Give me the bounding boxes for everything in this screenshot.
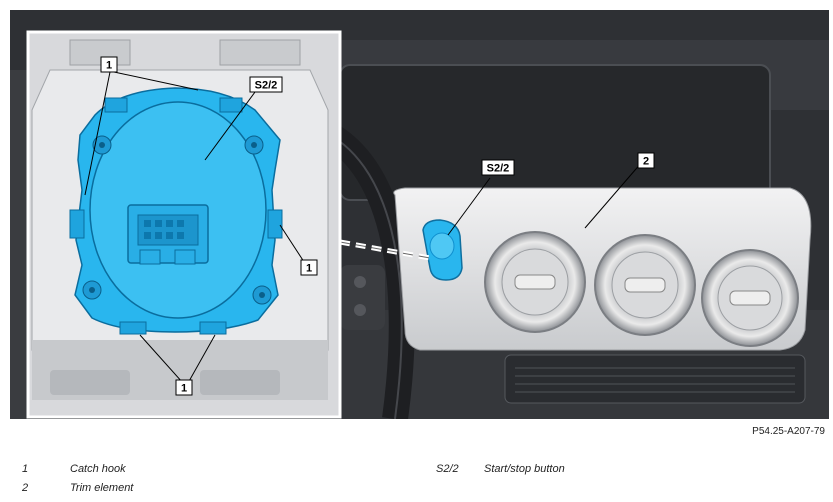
svg-text:1: 1 (106, 60, 112, 72)
display-screen (339, 64, 771, 201)
air-vent (701, 249, 799, 347)
start-stop-button-installed (422, 219, 463, 281)
electrical-connector (127, 204, 209, 265)
legend-label: Catch hook (70, 463, 126, 475)
legend-label: Start/stop button (484, 463, 565, 475)
installation-diagram: 1 S2/2 1 1 S2/2 2 (10, 10, 829, 419)
legend-key: S2/2 (436, 463, 459, 475)
start-stop-button-module (69, 87, 283, 335)
svg-text:1: 1 (306, 263, 312, 275)
callout-catch-hook-bottom: 1 (175, 379, 193, 396)
callout-catch-hook-right: 1 (300, 259, 318, 276)
svg-text:1: 1 (181, 383, 187, 395)
detail-inset (26, 30, 342, 419)
legend-row: 2 Trim element (0, 482, 833, 496)
legend-row: 1 Catch hook S2/2 Start/stop button (0, 463, 833, 477)
callout-trim-element: 2 (637, 152, 655, 169)
svg-text:S2/2: S2/2 (487, 163, 510, 175)
legend-key: 1 (22, 463, 29, 475)
callout-catch-hook-top: 1 (100, 56, 118, 73)
trim-element (393, 187, 812, 351)
svg-text:2: 2 (643, 156, 649, 168)
air-vent (594, 234, 696, 336)
legend-label: Trim element (70, 482, 134, 494)
callout-start-stop-dash: S2/2 (481, 159, 515, 176)
callout-start-stop-inset: S2/2 (249, 76, 283, 93)
figure-reference-code: P54.25-A207-79 (752, 426, 825, 437)
svg-text:S2/2: S2/2 (255, 80, 278, 92)
legend-key: 2 (22, 482, 29, 494)
air-vent (484, 231, 586, 333)
